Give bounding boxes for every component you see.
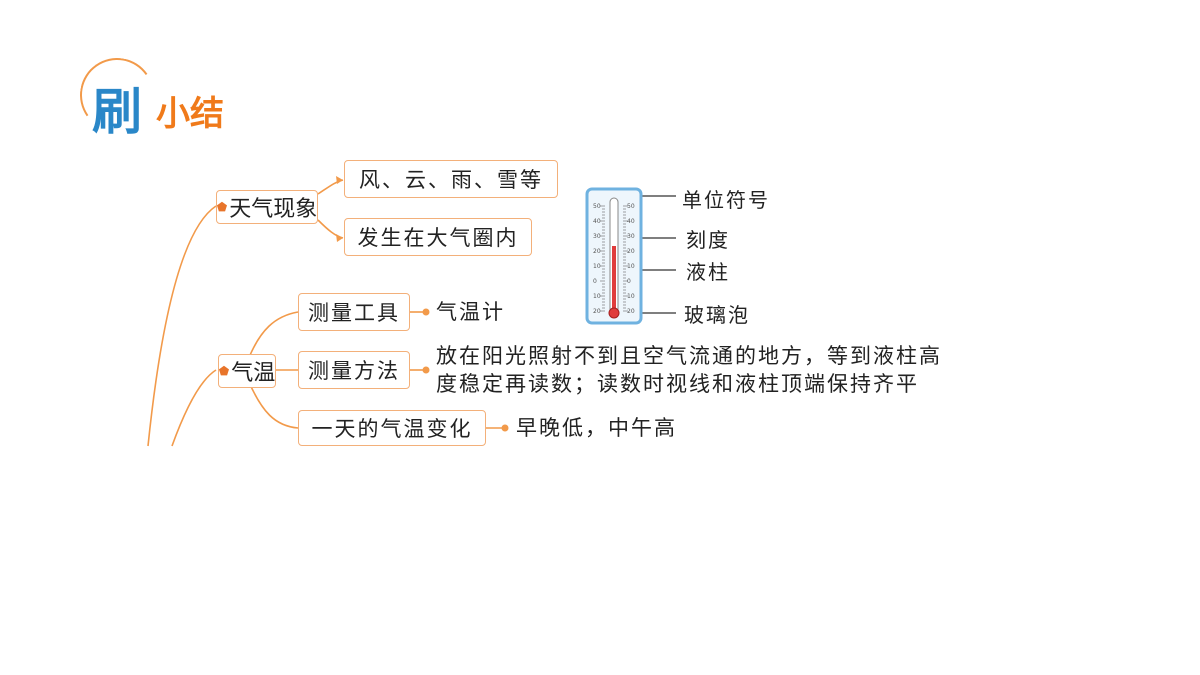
leaf-method-line-1: 放在阳光照射不到且空气流通的地方，等到液柱高: [436, 344, 942, 368]
thermometer-scale-label: 0: [593, 278, 597, 285]
logo-mark: 刷: [92, 83, 142, 141]
node-weather-child-2: 发生在大气圈内: [344, 218, 532, 256]
leaf-tool-value: 气温计: [436, 300, 505, 324]
node-temperature: ⬟ 气温: [218, 354, 276, 388]
thermometer-scale-label: 30: [627, 233, 635, 240]
node-change: 一天的气温变化: [298, 410, 486, 446]
node-temperature-label: 气温: [231, 361, 276, 386]
thermometer-scale-label: 20: [627, 248, 635, 255]
thermometer-scale-label: 20: [627, 308, 635, 315]
thermometer-scale-label: 30: [593, 233, 601, 240]
thermometer-scale-label: 20: [593, 248, 601, 255]
node-method: 测量方法: [298, 351, 410, 389]
pentagon-icon: ⬟: [216, 200, 228, 214]
thermometer-scale-label: 10: [593, 293, 601, 300]
thermo-label-scale: 刻度: [686, 228, 730, 252]
node-weather-child-1: 风、云、雨、雪等: [344, 160, 558, 198]
thermometer-scale-label: 20: [593, 308, 601, 315]
thermometer-scale-label: 10: [627, 293, 635, 300]
node-weather-label: 天气现象: [229, 197, 318, 222]
thermo-label-unit: 单位符号: [682, 188, 770, 212]
thermo-label-bulb: 玻璃泡: [684, 303, 750, 327]
thermometer-scale-label: 40: [593, 218, 601, 225]
pentagon-icon: ⬟: [218, 364, 230, 378]
thermometer-scale-label: 40: [627, 218, 635, 225]
thermometer-scale-label: 50: [593, 203, 601, 210]
leaf-method-line-2: 度稳定再读数；读数时视线和液柱顶端保持齐平: [436, 372, 919, 396]
leaf-change-value: 早晚低，中午高: [516, 416, 677, 440]
thermo-label-liquid: 液柱: [686, 260, 730, 284]
thermometer-scale-label: 50: [627, 203, 635, 210]
thermometer-illustration: 50 40 30 20 10 0 10 20 50 40 30 20 10 0 10 20: [585, 187, 643, 325]
page-title: 小结: [156, 94, 224, 134]
thermometer-scale-label: 0: [627, 278, 631, 285]
node-weather: ⬟ 天气现象: [216, 190, 318, 224]
node-tool: 测量工具: [298, 293, 410, 331]
thermometer-scale-label: 10: [627, 263, 635, 270]
thermometer-scale-label: 10: [593, 263, 601, 270]
